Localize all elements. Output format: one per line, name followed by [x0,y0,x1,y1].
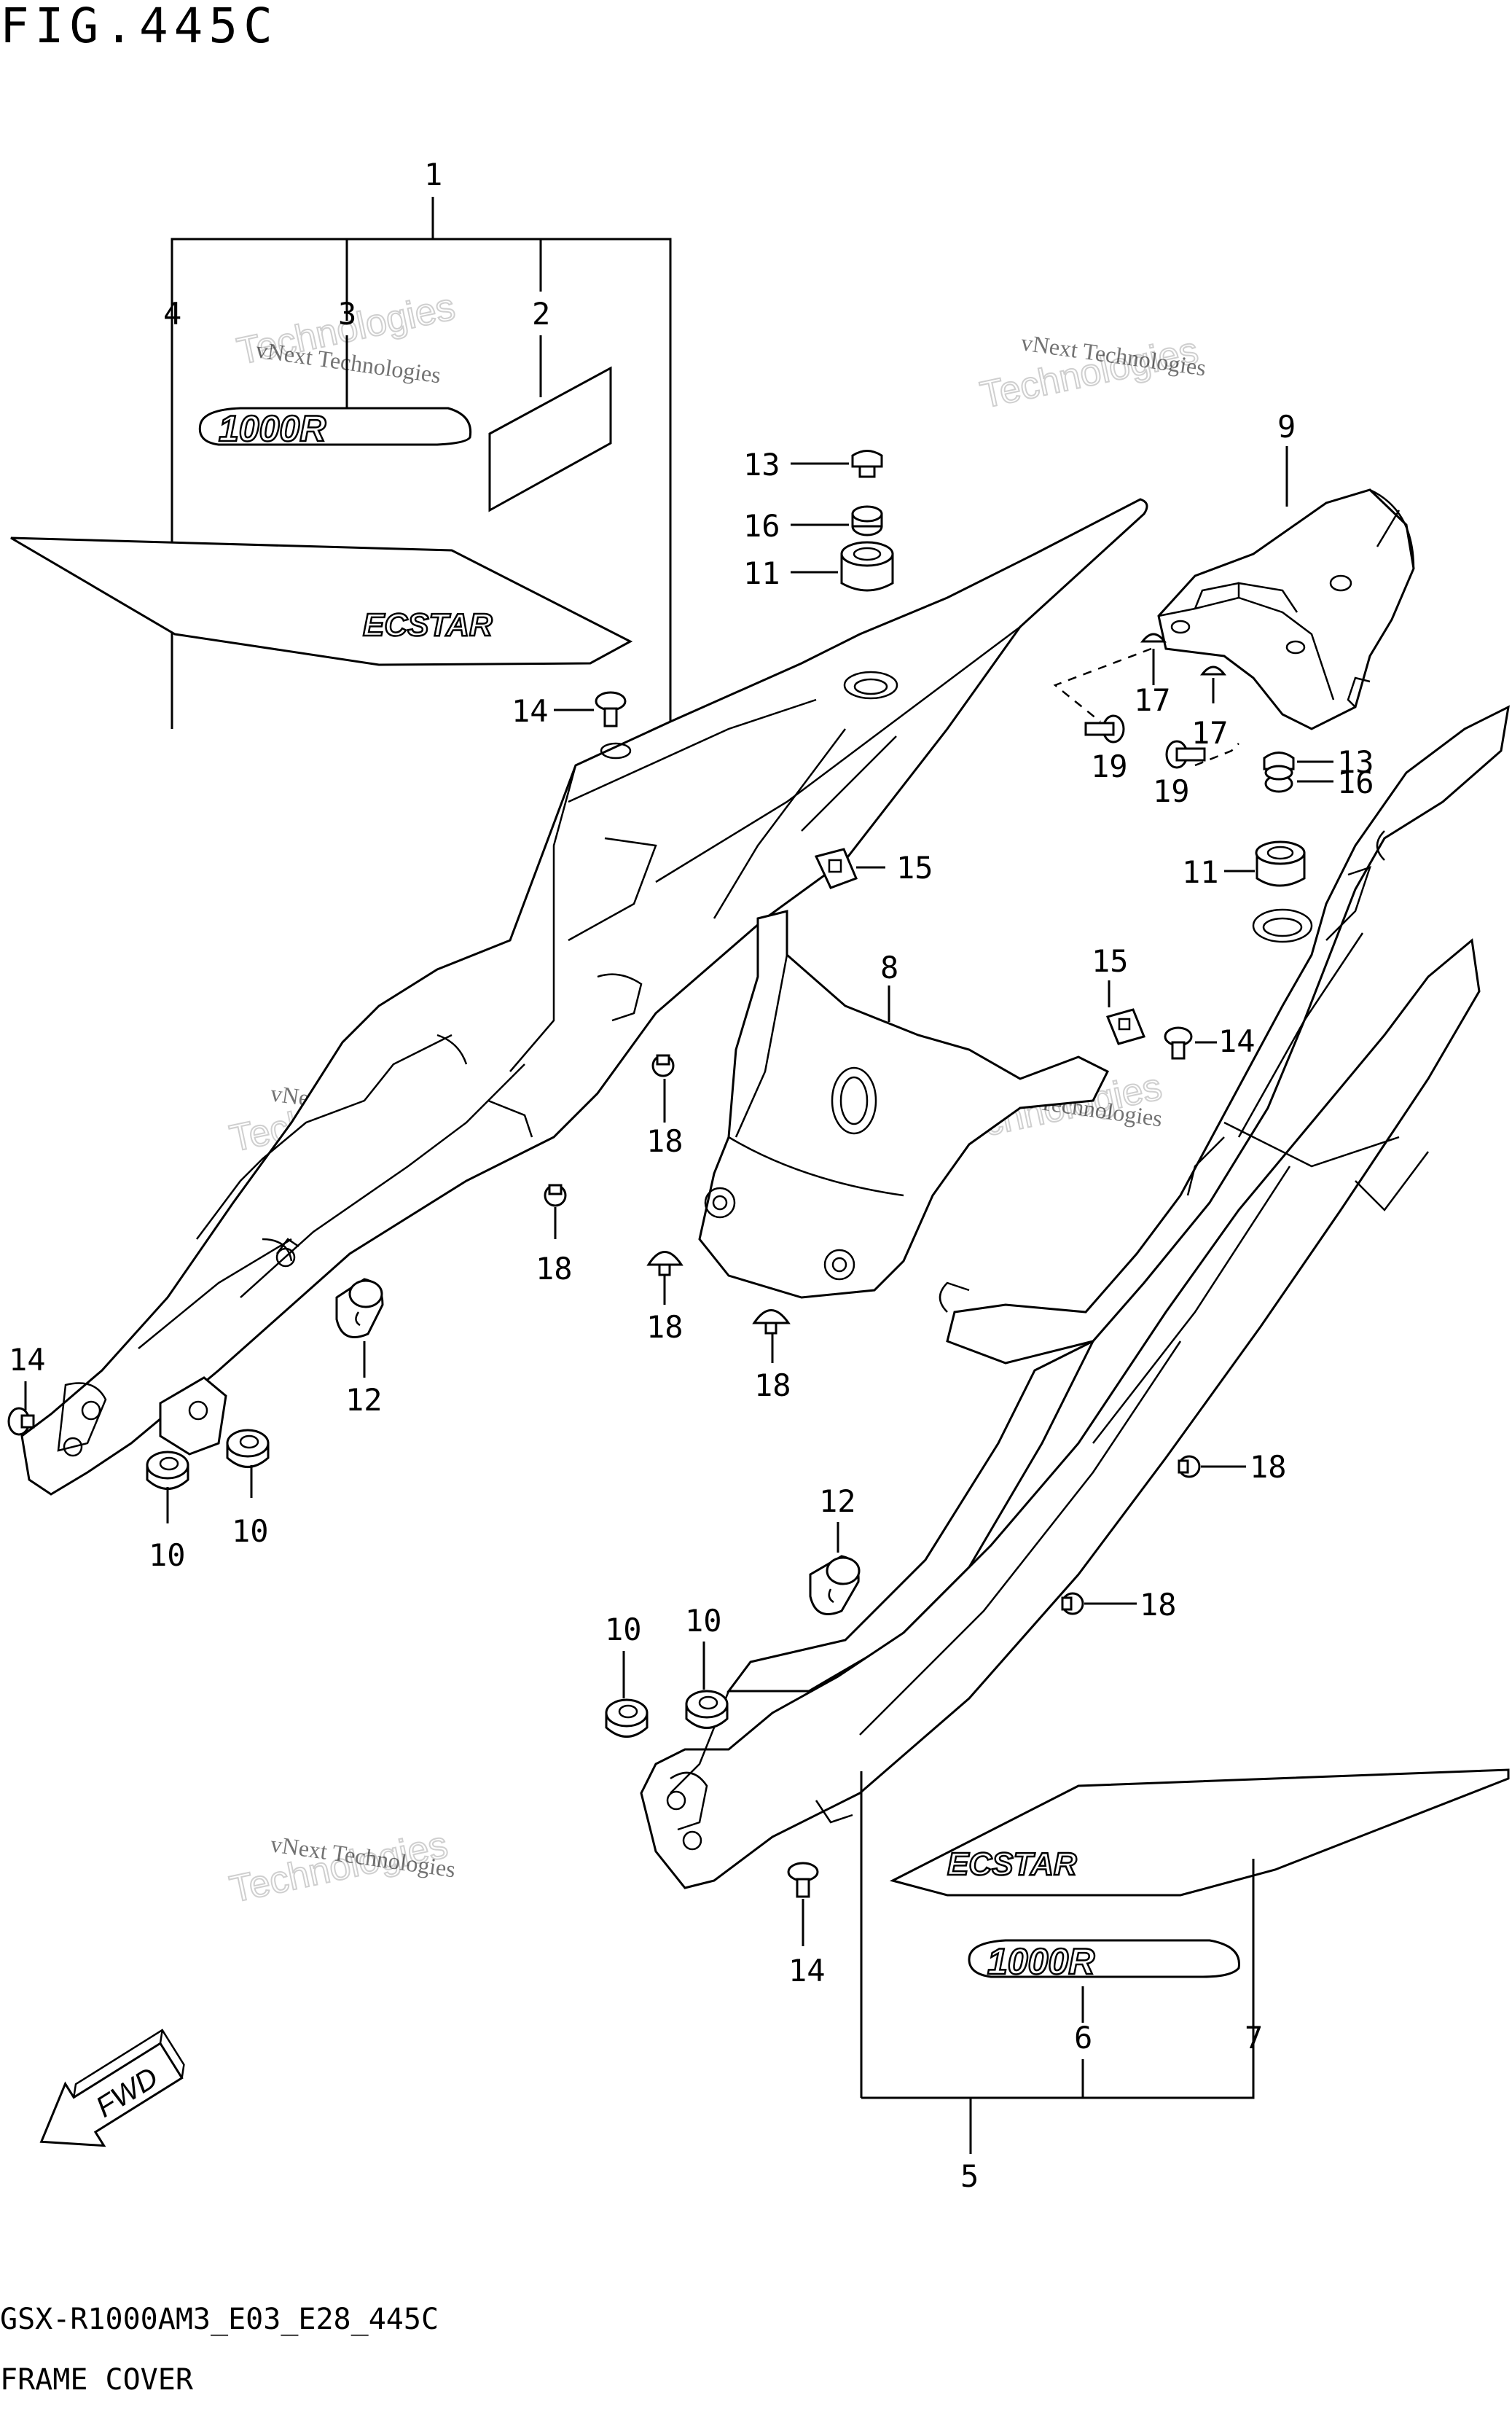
mount-10-c [605,1698,649,1738]
nut-15-right [1105,1008,1146,1045]
svg-text:ECSTAR: ECSTAR [363,607,493,643]
callout-16-right: 16 [1337,765,1374,800]
callout-18-f: 18 [1140,1587,1177,1623]
fastener-18-d [752,1309,791,1335]
callout-14-mid: 14 [1218,1023,1256,1059]
clip-17-left [1140,633,1167,643]
callout-19-left: 19 [1091,749,1128,784]
callout-18-b: 18 [536,1251,573,1287]
callout-18-d: 18 [754,1367,791,1403]
callout-15-right: 15 [1092,943,1129,979]
callout-17-right: 17 [1191,715,1229,751]
fastener-18-a [651,1054,675,1077]
screw-14-mid [1164,1026,1193,1060]
fastener-18-f [1061,1592,1084,1615]
callout-1: 1 [424,157,442,192]
bolt-19-left [1084,714,1125,743]
screw-14-bottom [787,1862,819,1898]
svg-text:1000R: 1000R [219,408,326,449]
grommet-11-right [1255,840,1306,887]
bracket-1: 1 4 3 2 [163,157,672,729]
mount-10-a [146,1451,189,1490]
footer-section-name: FRAME COVER [0,2363,194,2397]
fastener-18-c [646,1251,683,1276]
callout-4: 4 [163,296,181,332]
center-cover [698,910,1110,1299]
grommet-12-right [809,1555,861,1615]
bolt-19-right [1165,740,1206,769]
callout-10-b: 10 [232,1513,269,1549]
callout-12-right: 12 [819,1483,856,1519]
frame-cover-left [20,498,1148,1496]
fastener-18-e [1178,1455,1201,1478]
grommet-11-upper [840,541,894,592]
screw-14-left [7,1407,35,1436]
callout-16-upper: 16 [743,508,780,544]
footer-model-code: GSX-R1000AM3_E03_E28_445C [0,2303,439,2336]
callout-19-right: 19 [1153,773,1190,809]
callout-13-right: 13 [1337,744,1374,780]
svg-text:1000R: 1000R [987,1941,1094,1982]
bracket-5: 6 7 5 [860,1771,1263,2194]
callout-11-upper: 11 [743,555,780,591]
callout-10-c: 10 [605,1612,642,1647]
callout-8: 8 [880,950,898,985]
screw-14-top [595,691,627,727]
callout-14-bottom: 14 [788,1953,826,1988]
callout-9: 9 [1277,409,1296,445]
fwd-arrow: FWD [39,2029,185,2147]
decal-1000r-left: 1000R [198,407,472,450]
callout-3: 3 [338,296,356,332]
grommet-12-left [335,1278,384,1338]
screw-13-upper [851,450,883,478]
callout-2: 2 [532,296,550,332]
collar-16-upper [851,505,883,536]
callout-18-a: 18 [646,1123,683,1159]
callout-6: 6 [1074,2020,1092,2056]
mount-10-b [226,1429,270,1468]
nut-15-upper [814,848,858,889]
figure-title: FIG.445C [0,0,278,54]
decal-plain [488,366,612,512]
frame-cover-right [640,705,1510,1889]
fastener-18-b [544,1184,567,1207]
callout-14-left: 14 [9,1342,46,1378]
callout-10-a: 10 [149,1537,186,1573]
decal-ecstar-left: ECSTAR [10,536,633,666]
hardware [7,450,1306,1898]
seat-cowl [1157,488,1415,730]
mount-10-d [685,1690,729,1729]
callout-7: 7 [1245,2020,1263,2056]
collar-16-right [1264,765,1293,793]
svg-text:ECSTAR: ECSTAR [947,1846,1077,1882]
callout-10-d: 10 [685,1603,722,1639]
decal-1000r-right: 1000R [968,1939,1240,1983]
callout-12-left: 12 [345,1382,383,1418]
callout-11-right: 11 [1182,854,1219,890]
clip-17-right [1199,666,1227,676]
callout-17-left: 17 [1134,682,1171,718]
callout-18-e: 18 [1250,1449,1287,1485]
decal-ecstar-right: ECSTAR [889,1768,1510,1897]
callout-5: 5 [960,2158,979,2194]
callout-15-upper: 15 [896,850,933,886]
callouts: 13 16 11 14 9 17 17 19 19 13 16 11 15 8 … [9,409,1374,1988]
callout-18-c: 18 [646,1309,683,1345]
callout-13-upper: 13 [743,447,780,483]
callout-14-top: 14 [512,693,549,729]
